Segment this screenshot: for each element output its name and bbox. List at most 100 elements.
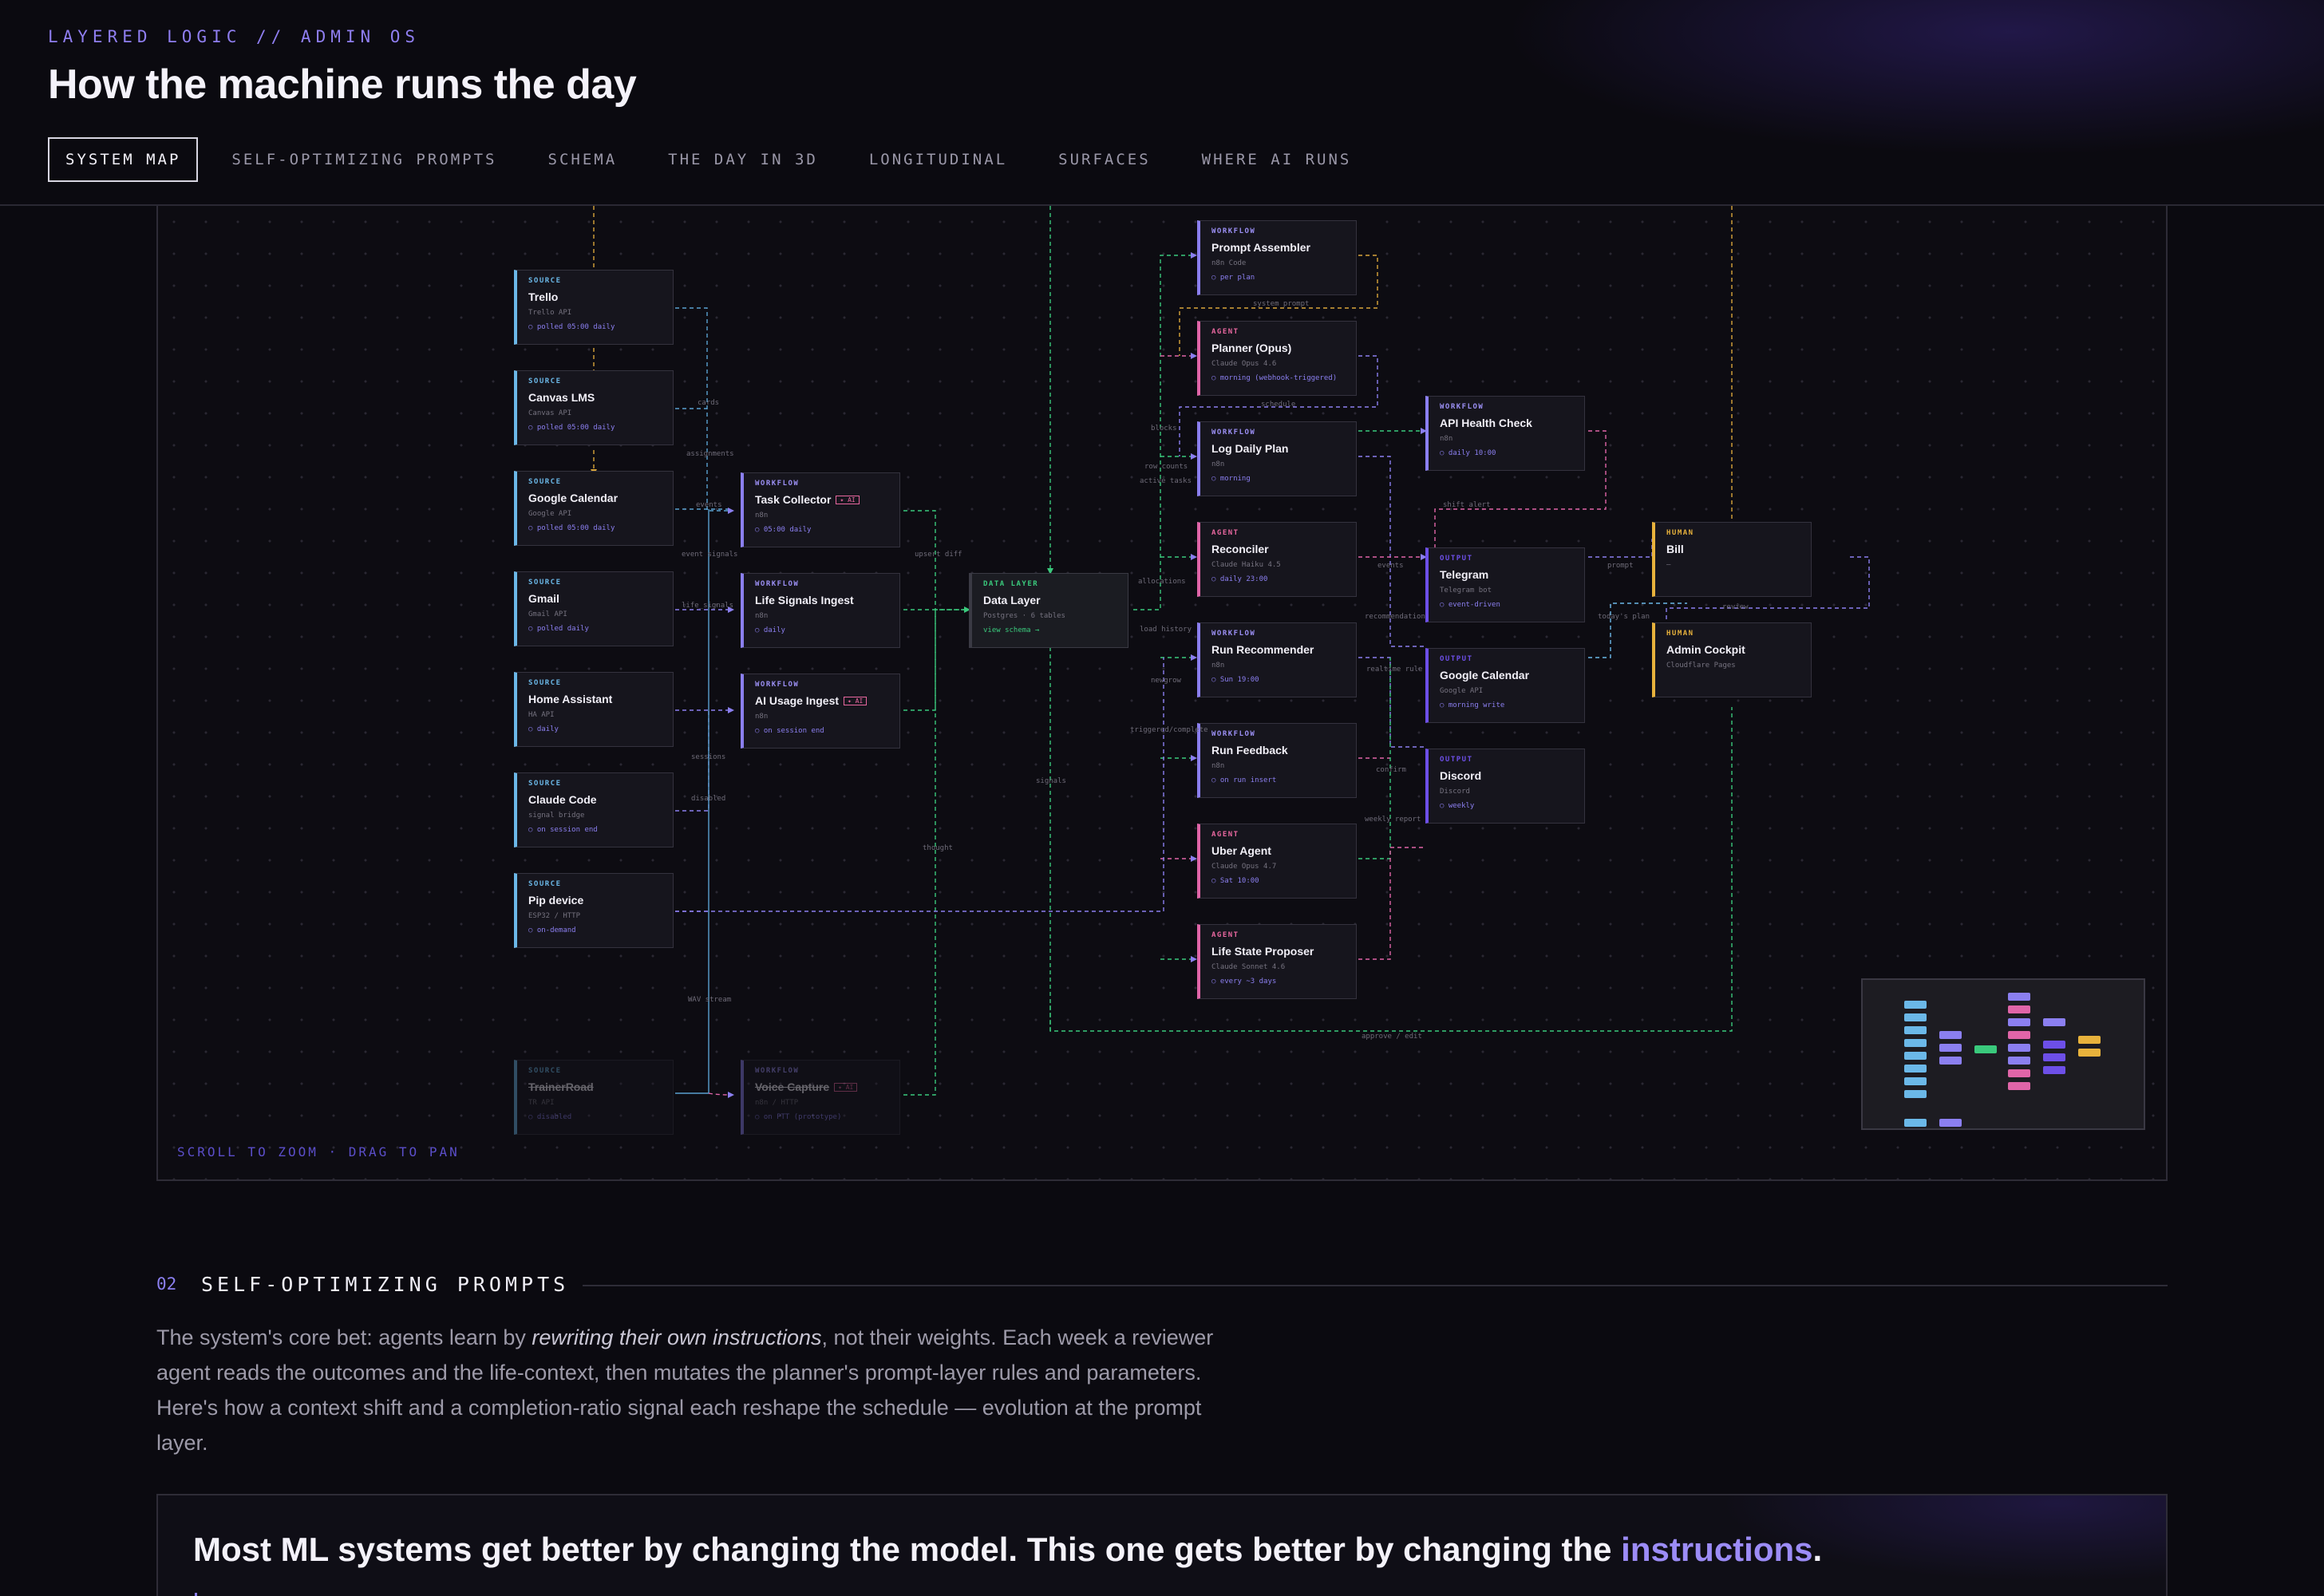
node-schedule: ○ daily <box>528 725 559 733</box>
node-title: Data Layer <box>983 594 1041 606</box>
node-schedule: ○ polled 05:00 daily <box>528 323 615 331</box>
edge-label: signals <box>1036 777 1066 785</box>
node-kind: SOURCE <box>528 880 562 888</box>
minimap-node <box>2043 1066 2065 1074</box>
node-data-layer[interactable]: DATA LAYER Data Layer Postgres · 6 table… <box>969 573 1128 648</box>
tab-schema[interactable]: SCHEMA <box>547 151 618 168</box>
minimap-node <box>2043 1018 2065 1026</box>
view-schema-link[interactable]: view schema → <box>983 626 1040 634</box>
node-claude-code[interactable]: SOURCE Claude Code signal bridge ○ on se… <box>514 772 674 847</box>
minimap-node <box>2008 1005 2030 1013</box>
node-title: Pip device <box>528 894 584 907</box>
node-schedule: ○ polled daily <box>528 625 589 633</box>
edge-label: disabled <box>691 795 726 803</box>
node-kind: OUTPUT <box>1440 555 1473 563</box>
node-title: Life Signals Ingest <box>755 594 854 606</box>
node-title: Gmail <box>528 592 559 605</box>
node-sub: Google API <box>528 510 572 518</box>
edge-label: allocations <box>1138 578 1186 586</box>
node-trello[interactable]: SOURCE Trello Trello API ○ polled 05:00 … <box>514 270 674 345</box>
edge-label: event signals <box>682 551 738 559</box>
node-log-daily-plan[interactable]: WORKFLOW Log Daily Plan n8n ○ morning <box>1197 421 1357 496</box>
node-sub: Trello API <box>528 309 572 317</box>
node-schedule: ○ Sat 10:00 <box>1211 877 1259 885</box>
node-sub: Claude Sonnet 4.6 <box>1211 963 1286 971</box>
callout-accent-word: instructions <box>1621 1531 1813 1568</box>
node-kind: OUTPUT <box>1440 655 1473 663</box>
node-discord[interactable]: OUTPUT Discord Discord ○ weekly <box>1425 749 1585 824</box>
tab-system-map[interactable]: SYSTEM MAP <box>48 137 199 182</box>
node-kind: HUMAN <box>1666 529 1694 537</box>
node-kind: SOURCE <box>528 679 562 687</box>
node-run-recommender[interactable]: WORKFLOW Run Recommender n8n ○ Sun 19:00 <box>1197 622 1357 697</box>
node-schedule: ○ Sun 19:00 <box>1211 676 1259 684</box>
minimap-node <box>1904 1039 1927 1047</box>
section-number: 02 <box>156 1274 177 1294</box>
tab-where-ai-runs[interactable]: WHERE AI RUNS <box>1201 151 1352 168</box>
text-cursor <box>195 1593 197 1596</box>
node-kind: AGENT <box>1211 529 1239 537</box>
node-canvas-lms[interactable]: SOURCE Canvas LMS Canvas API ○ polled 05… <box>514 370 674 445</box>
node-sub: n8n <box>755 713 769 721</box>
node-title: Voice Capture✦ AI <box>755 1080 888 1093</box>
node-schedule: ○ on run insert <box>1211 776 1277 784</box>
node-google-calendar-output[interactable]: OUTPUT Google Calendar Google API ○ morn… <box>1425 648 1585 723</box>
minimap-node <box>2008 1018 2030 1026</box>
node-api-health-check[interactable]: WORKFLOW API Health Check n8n ○ daily 10… <box>1425 396 1585 471</box>
node-kind: DATA LAYER <box>983 580 1039 588</box>
node-ai-usage-ingest[interactable]: WORKFLOW AI Usage Ingest✦ AI n8n ○ on se… <box>741 674 900 749</box>
minimap-node <box>2008 1057 2030 1065</box>
emphasis-text: rewriting their own instructions <box>532 1325 822 1349</box>
node-schedule: ○ per plan <box>1211 274 1255 282</box>
node-schedule: ○ every ~3 days <box>1211 978 1277 986</box>
node-kind: AGENT <box>1211 831 1239 839</box>
tab-longitudinal[interactable]: LONGITUDINAL <box>868 151 1008 168</box>
node-schedule: ○ disabled <box>528 1113 572 1121</box>
node-pip-device[interactable]: SOURCE Pip device ESP32 / HTTP ○ on-dema… <box>514 873 674 948</box>
node-reconciler[interactable]: AGENT Reconciler Claude Haiku 4.5 ○ dail… <box>1197 522 1357 597</box>
node-life-signals-ingest[interactable]: WORKFLOW Life Signals Ingest n8n ○ daily <box>741 573 900 648</box>
node-task-collector[interactable]: WORKFLOW Task Collector✦ AI n8n ○ 05:00 … <box>741 472 900 547</box>
edge-label: assignments <box>686 450 734 458</box>
node-prompt-assembler[interactable]: WORKFLOW Prompt Assembler n8n Code ○ per… <box>1197 220 1357 295</box>
tab-the-day-in-3d[interactable]: THE DAY IN 3D <box>668 151 818 168</box>
node-title: AI Usage Ingest✦ AI <box>755 694 888 707</box>
edge-label: sessions <box>691 753 726 761</box>
node-bill[interactable]: HUMAN Bill — <box>1652 522 1812 597</box>
system-map-canvas[interactable]: SOURCE Trello Trello API ○ polled 05:00 … <box>156 206 2168 1181</box>
node-gmail[interactable]: SOURCE Gmail Gmail API ○ polled daily <box>514 571 674 646</box>
node-home-assistant[interactable]: SOURCE Home Assistant HA API ○ daily <box>514 672 674 747</box>
node-telegram[interactable]: OUTPUT Telegram Telegram bot ○ event-dri… <box>1425 547 1585 622</box>
tab-self-optimizing-prompts[interactable]: SELF-OPTIMIZING PROMPTS <box>231 151 497 168</box>
node-title: Life State Proposer <box>1211 945 1314 958</box>
tab-surfaces[interactable]: SURFACES <box>1058 151 1151 168</box>
minimap-node <box>1904 1065 1927 1073</box>
minimap-node <box>1939 1031 1962 1039</box>
node-title: Bill <box>1666 543 1684 555</box>
edge-label: events <box>1377 562 1404 570</box>
node-life-state-proposer[interactable]: AGENT Life State Proposer Claude Sonnet … <box>1197 924 1357 999</box>
node-sub: Cloudflare Pages <box>1666 662 1736 670</box>
node-title: Discord <box>1440 769 1482 782</box>
node-admin-cockpit[interactable]: HUMAN Admin Cockpit Cloudflare Pages <box>1652 622 1812 697</box>
node-title: Trello <box>528 290 559 303</box>
node-schedule: ○ polled 05:00 daily <box>528 424 615 432</box>
node-title: Home Assistant <box>528 693 613 705</box>
minimap-node <box>2078 1049 2101 1057</box>
node-uber-agent[interactable]: AGENT Uber Agent Claude Opus 4.7 ○ Sat 1… <box>1197 824 1357 899</box>
node-sub: Claude Haiku 4.5 <box>1211 561 1281 569</box>
node-sub: TR API <box>528 1099 555 1107</box>
node-sub: n8n <box>1211 662 1225 670</box>
edge-label: weekly report <box>1365 816 1421 824</box>
node-trainerroad[interactable]: SOURCE TrainerRoad TR API ○ disabled <box>514 1060 674 1135</box>
node-sub: n8n Code <box>1211 259 1247 267</box>
node-planner-opus[interactable]: AGENT Planner (Opus) Claude Opus 4.6 ○ m… <box>1197 321 1357 396</box>
node-title: Claude Code <box>528 793 597 806</box>
node-schedule: ○ daily <box>755 626 785 634</box>
minimap[interactable] <box>1861 978 2145 1130</box>
node-run-feedback[interactable]: WORKFLOW Run Feedback n8n ○ on run inser… <box>1197 723 1357 798</box>
node-google-calendar-source[interactable]: SOURCE Google Calendar Google API ○ poll… <box>514 471 674 546</box>
node-voice-capture[interactable]: WORKFLOW Voice Capture✦ AI n8n / HTTP ○ … <box>741 1060 900 1135</box>
section-divider <box>583 1285 2168 1286</box>
edge-label: approve / edit <box>1362 1033 1422 1041</box>
